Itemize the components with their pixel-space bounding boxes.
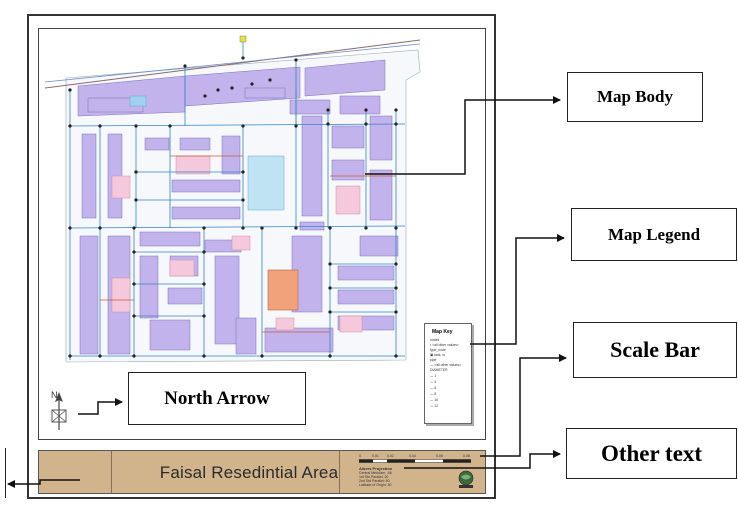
legend-line: DIAMETER	[430, 368, 448, 372]
title-divider	[339, 451, 340, 493]
pink-blocks	[111, 155, 363, 333]
map-legend: Map Key nodes • <all other values> type_…	[424, 323, 472, 424]
legend-line: — 4	[430, 380, 437, 384]
scale-bar	[359, 459, 471, 463]
map-title: Faisal Resedintial Area	[159, 463, 339, 482]
map-body[interactable]	[40, 30, 484, 438]
legend-line: — <all other values>	[430, 363, 462, 367]
pipe-network	[69, 60, 406, 360]
main-road-line	[44, 39, 421, 89]
legend-title: Map Key	[432, 329, 453, 335]
legend-line: type_node	[430, 348, 446, 352]
globe-logo-icon	[458, 470, 474, 488]
legend-line: nodes	[430, 338, 440, 342]
small-blue-block	[129, 95, 147, 107]
legend-line: — 6	[430, 386, 437, 390]
projection-line: Latitude of Origin: 40	[359, 483, 392, 487]
legend-line: — 1	[430, 374, 437, 378]
map-legend-callout: Map Legend	[571, 208, 737, 261]
title-divider	[111, 451, 112, 493]
north-letter: N	[51, 390, 58, 400]
projection-line: 2nd Std Parallel: 60	[359, 479, 390, 483]
projection-line: 1st Std Parallel: 20	[359, 475, 389, 479]
north-arrow-icon: N	[51, 390, 67, 430]
legend-line: — 8	[430, 392, 437, 396]
scale-bar-area: 0 0.01 0.02 0.04 0.06 0.08 Albers Projec…	[357, 453, 487, 493]
title-bar: Faisal Resedintial Area 0 0.01 0.02 0.04…	[38, 450, 486, 494]
scale-tick: 0.01	[372, 454, 379, 458]
blue-block	[247, 155, 285, 211]
scale-tick: 0.04	[409, 454, 416, 458]
tank-node	[239, 35, 247, 43]
scale-tick: 0.06	[436, 454, 443, 458]
legend-line: ▣ tank, w	[430, 353, 445, 357]
pipe-network-red	[100, 155, 396, 333]
legend-line: — 12	[430, 404, 439, 408]
projection-line: Central Meridian: -96	[359, 471, 392, 475]
junction-nodes	[68, 56, 398, 358]
north-arrow-callout: North Arrow	[128, 372, 306, 425]
map-body-callout: Map Body	[567, 72, 703, 122]
legend-line: — 10	[430, 398, 439, 402]
projection-name: Albers Projection	[359, 466, 393, 471]
scale-bar-callout: Scale Bar	[573, 322, 737, 378]
legend-line: pipe	[430, 358, 437, 362]
other-text-callout: Other text	[566, 428, 737, 479]
scale-tick: 0	[359, 454, 361, 458]
scale-tick: 0.02	[387, 454, 394, 458]
orange-block	[267, 269, 299, 311]
scale-tick: 0.08	[463, 454, 470, 458]
main-pipe-line	[44, 43, 421, 83]
title-callout-edge	[0, 448, 6, 498]
legend-line: • <all other values>	[430, 343, 459, 347]
